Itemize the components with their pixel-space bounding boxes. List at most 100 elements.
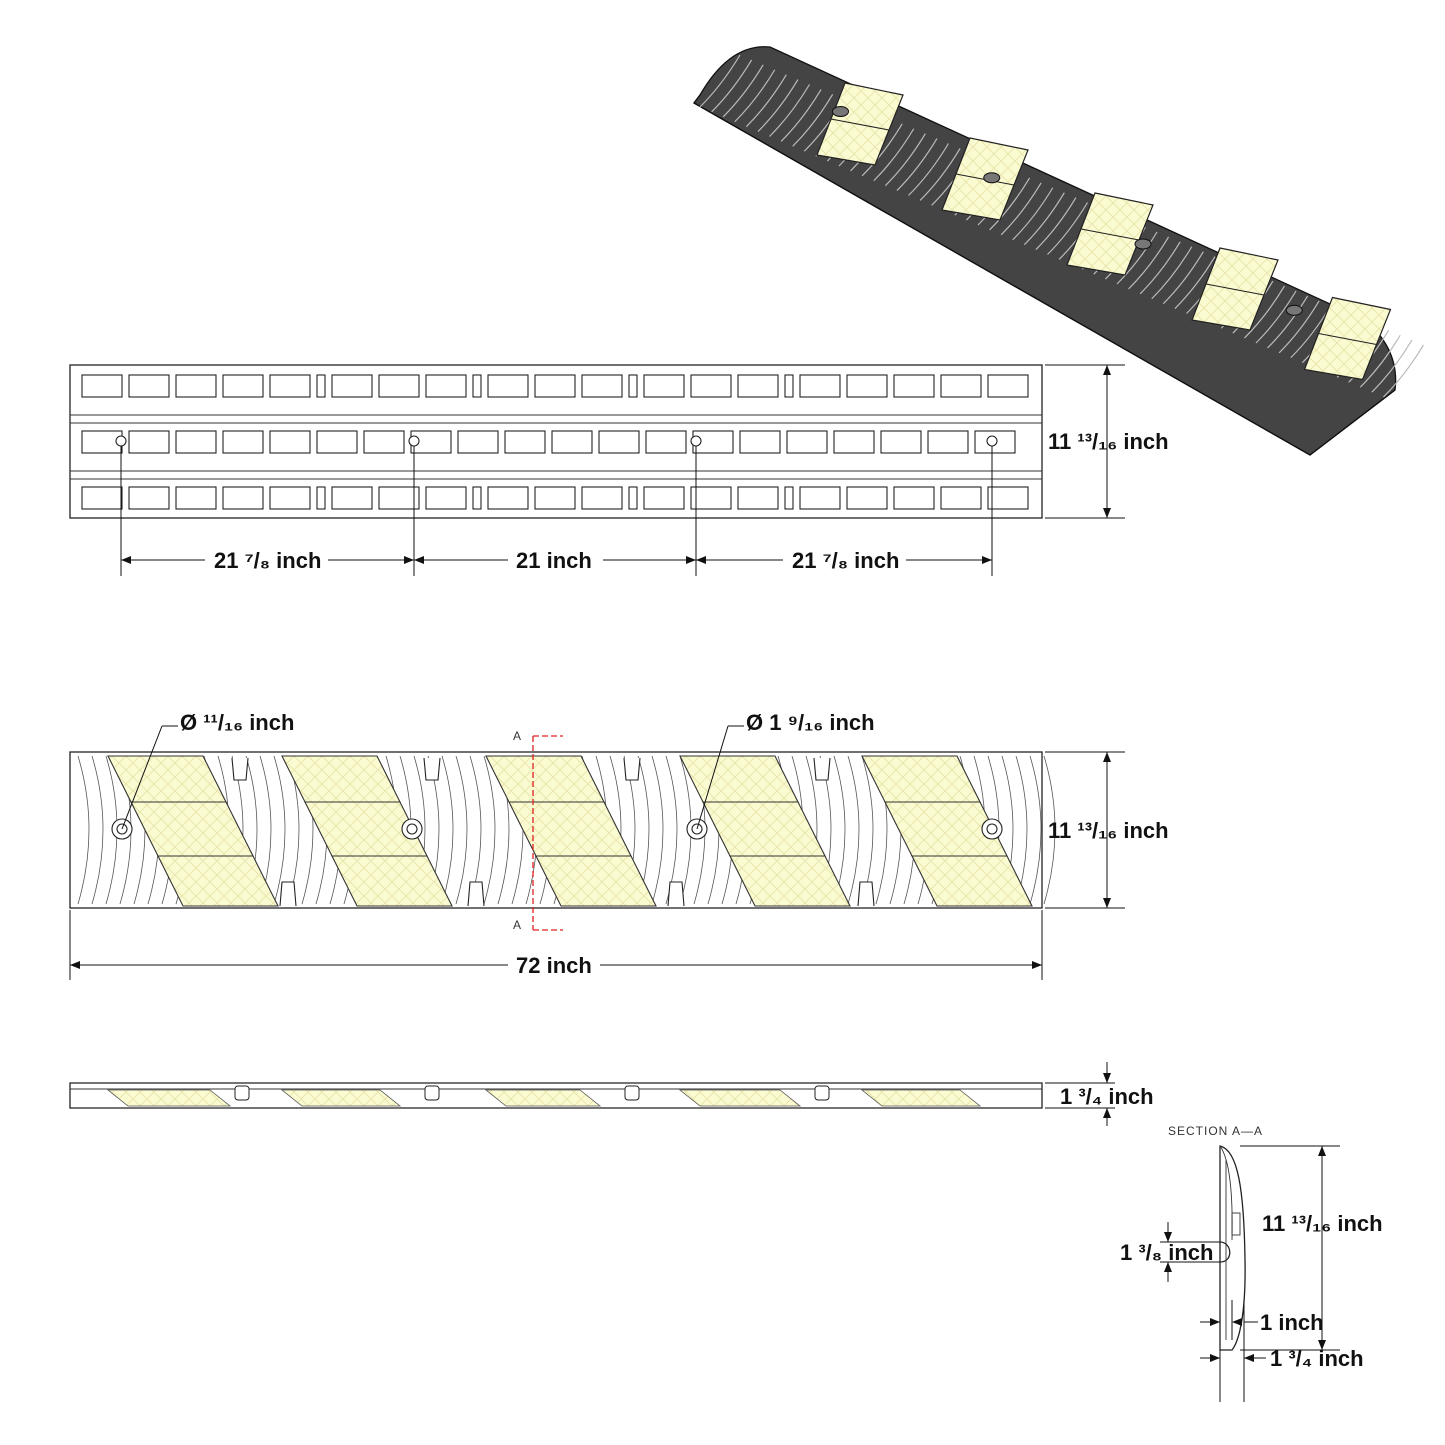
plan-width-label: 11 ¹³/₁₆ inch	[1048, 818, 1169, 843]
underside-slot	[316, 430, 358, 454]
mounting-hole	[986, 435, 998, 447]
underside-slot	[737, 486, 779, 510]
reflector-panel	[485, 755, 605, 803]
overall-length-label: 72 inch	[516, 953, 592, 978]
underside-width-label: 11 ¹³/₁₆ inch	[1048, 429, 1169, 454]
section-title: SECTION A—A	[1168, 1124, 1263, 1138]
underside-slot	[739, 430, 781, 454]
underside-dimensions: 11 ¹³/₁₆ inch 21 ⁷/₈ inch 21 inch 21 ⁷/₈…	[120, 364, 1169, 576]
underside-view	[69, 364, 1043, 519]
iso-hole	[832, 106, 849, 117]
underside-slot	[425, 486, 467, 510]
anchor-nub	[279, 881, 297, 907]
underside-slot	[846, 374, 888, 398]
mounting-hole	[690, 435, 702, 447]
reflector-panel	[157, 855, 279, 907]
anchor-nub	[467, 881, 485, 907]
underside-slot	[534, 374, 576, 398]
section-base-label: 1 inch	[1260, 1310, 1324, 1335]
underside-slot	[331, 486, 373, 510]
underside-slot	[940, 486, 982, 510]
underside-slot	[551, 430, 593, 454]
large-hole-diameter-label: Ø 1 ⁹/₁₆ inch	[746, 710, 875, 735]
anchor-nub	[231, 757, 249, 781]
underside-slot	[940, 374, 982, 398]
underside-slot	[987, 486, 1029, 510]
cable-channel-label: 1 ³/₈ inch	[1120, 1240, 1213, 1265]
underside-slot	[222, 486, 264, 510]
underside-slot	[690, 374, 732, 398]
underside-slot	[222, 374, 264, 398]
plan-dimensions: Ø ¹¹/₁₆ inch Ø 1 ⁹/₁₆ inch 11 ¹³/₁₆ inch…	[69, 710, 1169, 980]
reflector-panel	[508, 801, 632, 857]
section-width-label: 11 ¹³/₁₆ inch	[1262, 1211, 1383, 1236]
anchor-nub	[667, 881, 685, 907]
underside-slot	[581, 374, 623, 398]
underside-slot	[363, 430, 405, 454]
reflector-panel	[107, 755, 227, 803]
side-nub	[624, 1085, 640, 1101]
side-reflector	[280, 1089, 402, 1107]
underside-slot	[378, 374, 420, 398]
underside-slot	[81, 486, 123, 510]
underside-slot	[472, 486, 482, 510]
underside-slot	[987, 374, 1029, 398]
plan-outline	[69, 751, 1043, 909]
hole-spacing-right-label: 21 ⁷/₈ inch	[792, 548, 899, 573]
underside-slot	[799, 486, 841, 510]
anchor-nubs	[231, 757, 875, 907]
underside-slots	[81, 374, 1029, 510]
underside-slot	[598, 430, 640, 454]
underside-slot	[128, 374, 170, 398]
underside-slot	[222, 430, 264, 454]
anchor-nub	[423, 757, 441, 781]
underside-outline	[69, 364, 1043, 519]
underside-slot	[581, 486, 623, 510]
side-reflector	[860, 1089, 982, 1107]
underside-slot	[893, 486, 935, 510]
underside-slot	[784, 374, 794, 398]
underside-slot	[487, 486, 529, 510]
underside-slot	[175, 430, 217, 454]
underside-slot	[128, 430, 170, 454]
underside-slot	[643, 486, 685, 510]
reflector-panel	[911, 855, 1033, 907]
underside-slot	[645, 430, 687, 454]
underside-slot	[378, 486, 420, 510]
section-marker-top: A	[513, 729, 522, 743]
underside-slot	[128, 486, 170, 510]
reflector-panel	[331, 855, 453, 907]
section-height-label: 1 ³/₄ inch	[1270, 1346, 1364, 1371]
section-profile	[1219, 1145, 1246, 1351]
section-view: SECTION A—A 11 ¹³/₁₆ inch 1 ³/₈ inch 1 i…	[1120, 1124, 1383, 1402]
side-nub	[234, 1085, 250, 1101]
underside-slot	[690, 486, 732, 510]
underside-slot	[331, 374, 373, 398]
mounting-hole	[408, 435, 420, 447]
side-reflector	[678, 1089, 802, 1107]
underside-slot	[175, 486, 217, 510]
side-nub	[814, 1085, 830, 1101]
underside-slot	[269, 374, 311, 398]
hole-spacing-middle-label: 21 inch	[516, 548, 592, 573]
iso-hole	[1134, 238, 1152, 250]
reflector-panel	[130, 801, 254, 857]
underside-slot	[534, 486, 576, 510]
anchor-nub	[813, 757, 831, 781]
hole-spacing-left-label: 21 ⁷/₈ inch	[214, 548, 321, 573]
underside-slot	[786, 430, 828, 454]
underside-slot	[472, 374, 482, 398]
underside-slot	[487, 374, 529, 398]
iso-body	[693, 46, 1397, 456]
plan-view: A A	[69, 729, 1056, 932]
side-reflector	[484, 1089, 602, 1107]
section-marker-bottom: A	[513, 918, 522, 932]
underside-slot	[457, 430, 499, 454]
underside-slot	[628, 374, 638, 398]
underside-slot	[893, 374, 935, 398]
underside-slot	[880, 430, 922, 454]
reflector-panel	[702, 801, 826, 857]
underside-slot	[269, 486, 311, 510]
underside-slot	[737, 374, 779, 398]
